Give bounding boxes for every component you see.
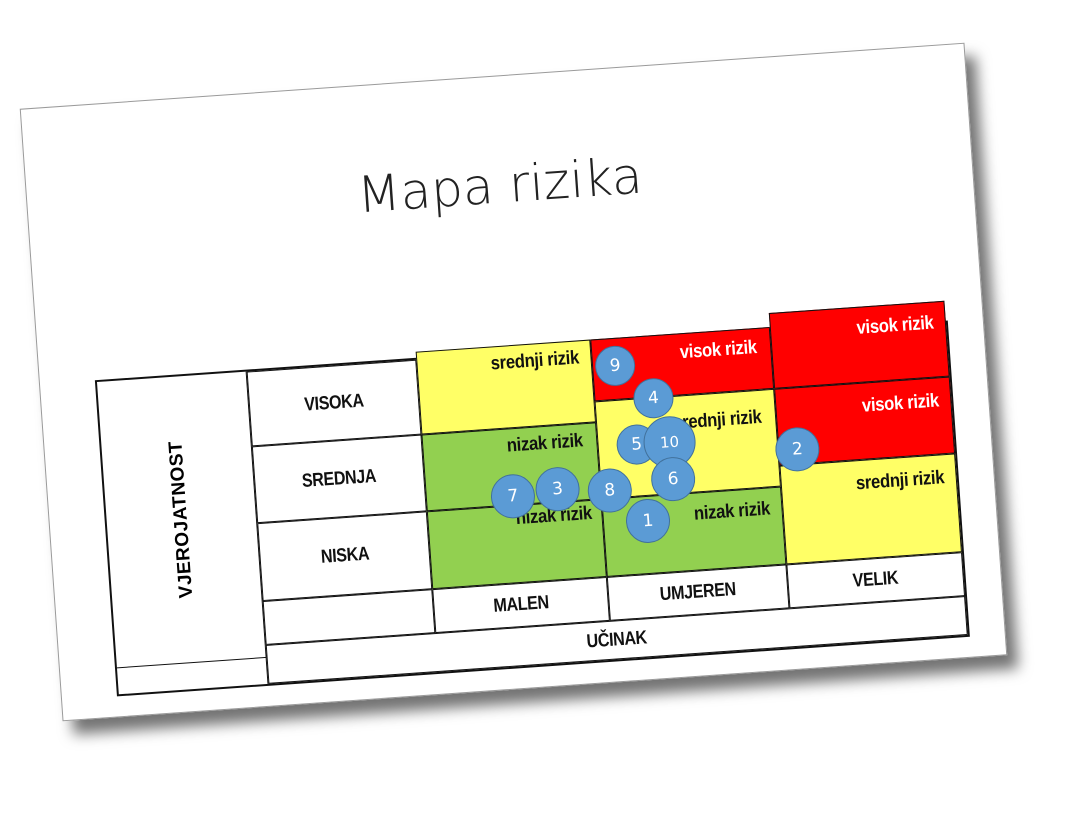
zone-srednji-rizik-3: srednji rizik [779,453,962,565]
zone-srednji-rizik-1: srednji rizik [415,339,597,435]
zone-visok-rizik-2: visok rizik [768,300,950,389]
slide: Mapa rizika VJEROJATNOST VISOKA SREDNJA … [19,42,1008,722]
row-label-niska: NISKA [257,511,433,602]
slide-title: Mapa rizika [355,146,645,225]
row-label-visoka: VISOKA [246,359,422,447]
vertical-axis-title: VJEROJATNOST [96,371,267,669]
risk-matrix: VJEROJATNOST VISOKA SREDNJA NISKA MALEN … [94,300,970,697]
row-label-srednja: SREDNJA [251,434,427,524]
vertical-axis-label: VJEROJATNOST [164,440,197,599]
